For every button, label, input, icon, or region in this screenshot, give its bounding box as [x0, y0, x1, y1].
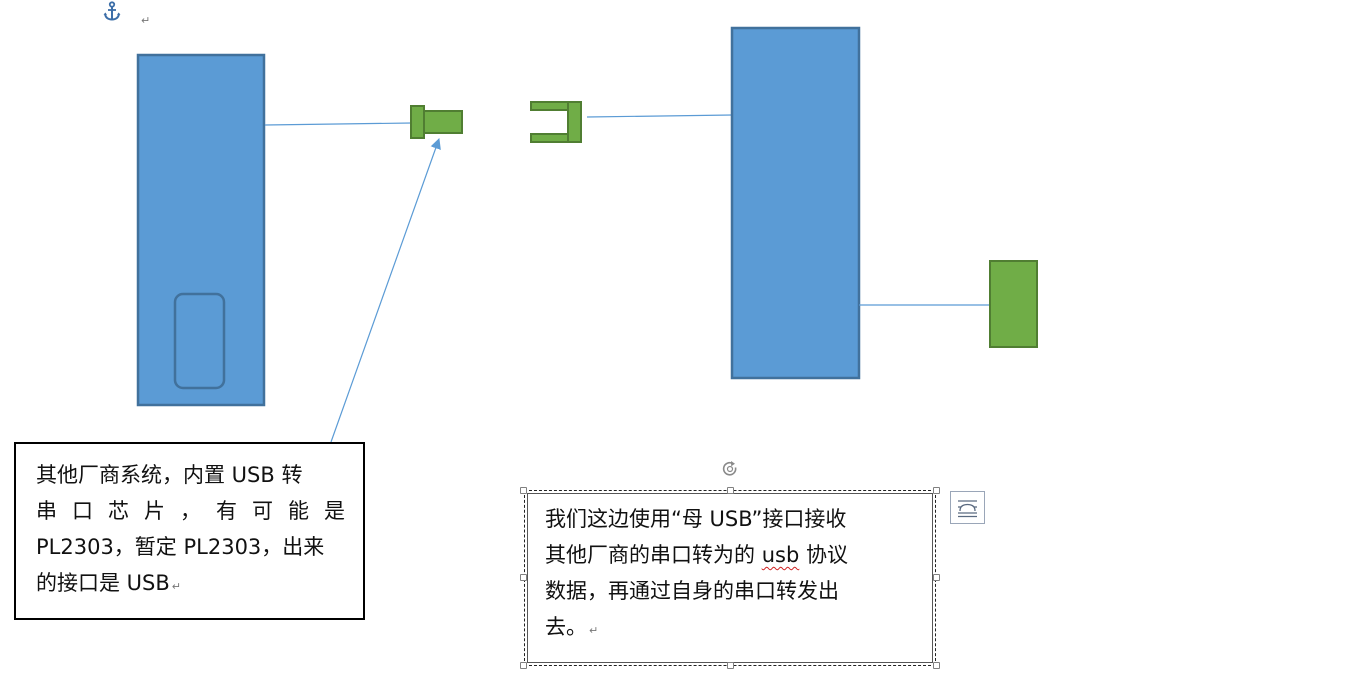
- female-usb-socket-back[interactable]: [567, 101, 582, 143]
- serial-output-port[interactable]: [989, 260, 1038, 348]
- paragraph-mark: ↵: [171, 580, 182, 593]
- resize-handle-middle-right[interactable]: [933, 574, 940, 581]
- other-vendor-label-line-4: 的接口是 USB↵: [36, 565, 345, 605]
- resize-handle-bottom-left[interactable]: [520, 662, 527, 669]
- other-vendor-device[interactable]: [136, 53, 266, 407]
- resize-handle-top-left[interactable]: [520, 487, 527, 494]
- our-system-label-line-1: 我们这边使用“母 USB”接口接收: [545, 507, 847, 531]
- male-usb-plug-body[interactable]: [410, 105, 425, 139]
- other-vendor-label-line-4-text: 的接口是 USB: [36, 571, 170, 595]
- female-usb-socket[interactable]: [530, 101, 582, 143]
- resize-handle-bottom-right[interactable]: [933, 662, 940, 669]
- our-device[interactable]: [730, 26, 861, 380]
- paragraph-mark: ↵: [589, 624, 599, 637]
- link-left-to-plug[interactable]: [264, 122, 413, 126]
- male-usb-plug-tip[interactable]: [423, 110, 463, 134]
- our-system-label-line-2: 其他厂商的串口转为的 usb 协议: [545, 537, 917, 573]
- our-system-label-line-3: 数据，再通过自身的串口转发出: [545, 579, 839, 603]
- link-socket-to-right[interactable]: [586, 114, 733, 118]
- layout-options-button[interactable]: [950, 491, 985, 524]
- our-system-label-line-4: 去。↵: [545, 609, 917, 649]
- resize-handle-middle-left[interactable]: [520, 574, 527, 581]
- our-system-label-line-4-text: 去。: [545, 615, 587, 639]
- paragraph-mark: ↵: [141, 14, 151, 27]
- anchor-icon: [100, 0, 124, 24]
- other-vendor-label-line-2: 串 口 芯 片 ， 有 可 能 是: [36, 493, 345, 529]
- male-usb-plug[interactable]: [410, 105, 463, 139]
- other-vendor-label-line-3: PL2303，暂定 PL2303，出来: [36, 535, 325, 559]
- our-system-label-line-2-end: 协议: [799, 543, 848, 567]
- resize-handle-top-right[interactable]: [933, 487, 940, 494]
- other-vendor-label-box[interactable]: 其他厂商系统，内置 USB 转 串 口 芯 片 ， 有 可 能 是 PL2303…: [14, 442, 365, 620]
- our-system-label-line-2-start: 其他厂商的串口转为的: [545, 543, 762, 567]
- other-vendor-label-line-1: 其他厂商系统，内置 USB 转: [36, 463, 303, 487]
- other-vendor-port-slot[interactable]: [173, 292, 226, 390]
- our-system-label-box[interactable]: 我们这边使用“母 USB”接口接收 其他厂商的串口转为的 usb 协议 数据，再…: [524, 490, 936, 666]
- callout-arrow[interactable]: [330, 137, 441, 443]
- spellcheck-flagged-word[interactable]: usb: [761, 543, 800, 567]
- resize-handle-bottom-middle[interactable]: [727, 662, 734, 669]
- rotate-handle-icon[interactable]: [720, 459, 740, 479]
- resize-handle-top-middle[interactable]: [727, 487, 734, 494]
- layout-options-icon: [958, 500, 977, 518]
- other-vendor-label-line-2-text: 串 口 芯 片 ， 有 可 能 是: [36, 499, 345, 523]
